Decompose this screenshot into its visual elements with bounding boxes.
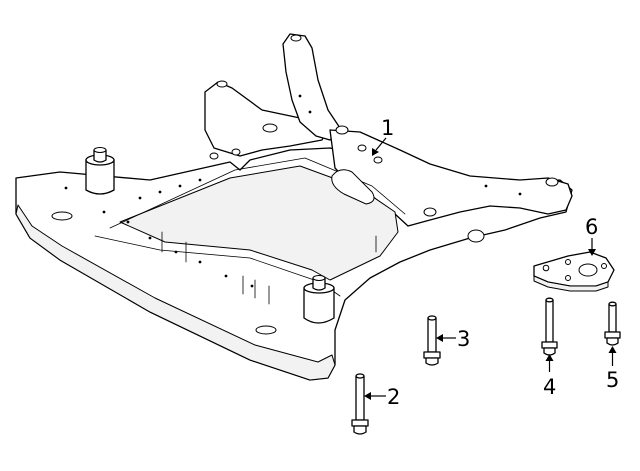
bracket-plate[interactable] [533,251,615,292]
bolt-medium[interactable] [423,315,441,366]
bolt-long[interactable] [351,373,369,435]
bracket-center-bore [578,263,598,277]
subframe-holes [51,34,559,335]
subframe-slot-cutout [331,169,375,205]
callout-labels: 1 2 3 4 5 6 [381,116,619,409]
callout-1: 1 [381,116,394,140]
callout-leaders [364,137,617,400]
bracket-plate-edge [533,275,609,292]
subframe-assembly[interactable] [15,33,573,381]
subframe-rivets [64,94,522,288]
bolt-item-5[interactable] [604,301,621,346]
right-bushing [303,275,335,324]
bolt-item-4[interactable] [541,297,558,356]
left-bushing [85,147,115,195]
callout-3: 3 [457,327,470,351]
callout-6: 6 [585,215,598,239]
subframe-center-opening [119,165,399,281]
callout-2: 2 [387,385,400,409]
subframe-pins [161,231,377,305]
callout-5: 5 [606,368,619,392]
subframe-bottom-edge [15,204,336,381]
subframe-inner-ridge [109,157,406,229]
callout-4: 4 [543,375,556,399]
